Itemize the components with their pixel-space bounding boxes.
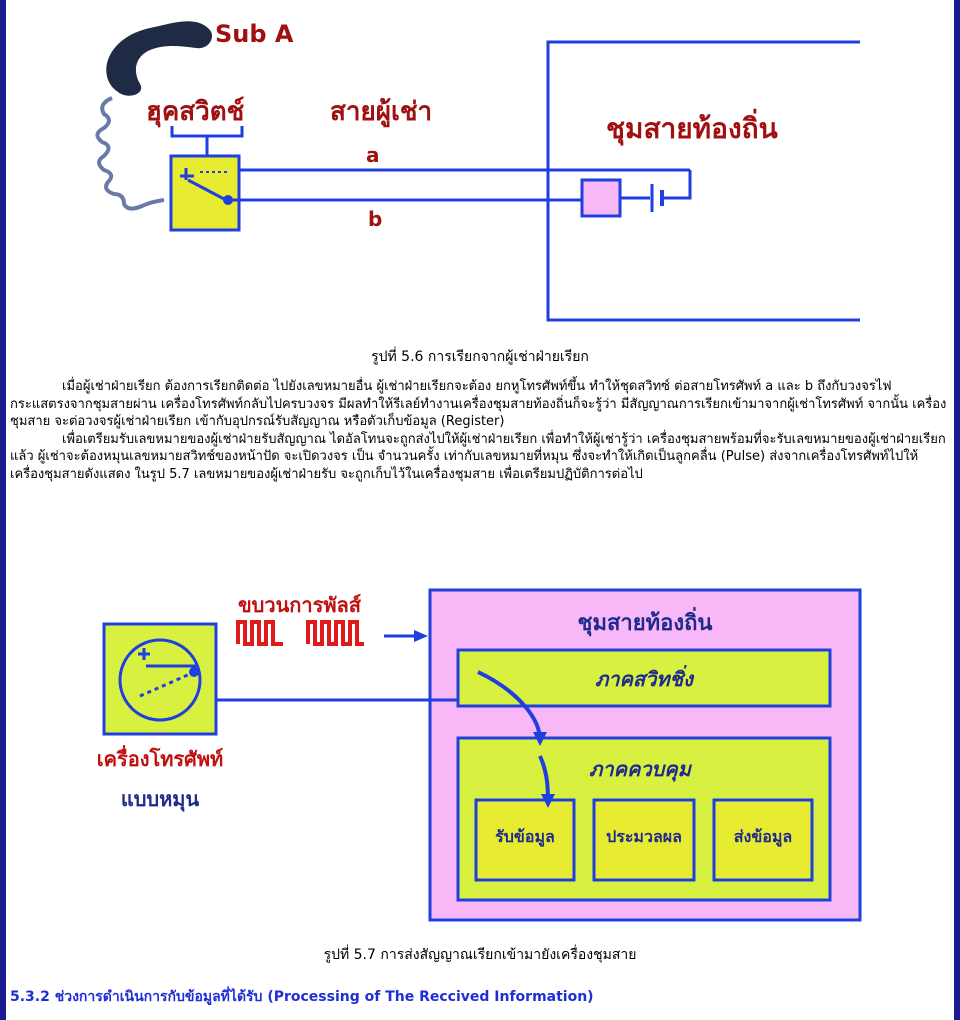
figure-5-6-diagram: Sub A ฮุคสวิตช์ สายผู้เช่า a b ชุมสายท้อ…	[95, 20, 860, 322]
figure-5-7-caption: รูปที่ 5.7 การส่งสัญญาณเรียกเข้ามายังเคร…	[323, 947, 637, 963]
sub-a-label: Sub A	[215, 20, 294, 48]
pulse-arrow	[414, 630, 428, 642]
switching-section	[456, 648, 832, 708]
exchange-label: ชุมสายท้องถิ่น	[606, 108, 778, 146]
pulse-train-wave	[236, 620, 364, 646]
hook-switch-bracket	[170, 126, 244, 156]
receive-data-box	[474, 798, 576, 882]
paragraph-1: เมื่อผู้เช่าฝ่ายเรียก ต้องการเรียกติดต่อ…	[10, 379, 947, 429]
switching-label: ภาคสวิทชิ่ง	[595, 665, 695, 691]
send-data-label: ส่งข้อมูล	[734, 827, 792, 848]
process-box	[592, 798, 696, 882]
paragraph-2: เพื่อเตรียมรับเลขหมายของผู้เช่าฝ่ายรับสั…	[10, 431, 946, 482]
control-label: ภาคควบคุม	[589, 757, 692, 782]
exchange-title: ชุมสายท้องถิ่น	[578, 606, 713, 637]
exchange-frame	[546, 40, 860, 322]
section-heading: 5.3.2 ช่วงการดำเนินการกับข้อมูลที่ได้รับ…	[10, 989, 594, 1005]
wire-a-label: a	[366, 143, 380, 167]
wire-b-label: b	[368, 207, 382, 231]
rotary-phone-box	[102, 622, 218, 736]
subscriber-line-label: สายผู้เช่า	[330, 97, 432, 128]
phone-label-line1: เครื่องโทรศัพท์	[97, 744, 223, 771]
hook-switch-box	[169, 154, 241, 232]
send-data-box	[712, 798, 814, 882]
hook-switch-label: ฮุคสวิตช์	[146, 96, 244, 128]
pulse-train-label: ขบวนการพัลส์	[238, 593, 362, 617]
phone-label-line2: แบบหมุน	[121, 787, 200, 812]
process-label: ประมวลผล	[606, 827, 682, 846]
body-text: เมื่อผู้เช่าฝ่ายเรียก ต้องการเรียกติดต่อ…	[10, 378, 948, 483]
telephone-handset-icon	[106, 21, 213, 96]
phone-cord	[95, 96, 165, 211]
relay-box	[580, 178, 622, 218]
rotary-dial-icon	[118, 638, 202, 722]
receive-data-label: รับข้อมูล	[495, 827, 555, 848]
figure-5-6-caption: รูปที่ 5.6 การเรียกจากผู้เช่าฝ่ายเรียก	[371, 349, 589, 365]
figure-5-7-diagram: ชุมสายท้องถิ่น ภาคสวิทชิ่ง ภาคควบคุม รับ…	[97, 588, 862, 922]
